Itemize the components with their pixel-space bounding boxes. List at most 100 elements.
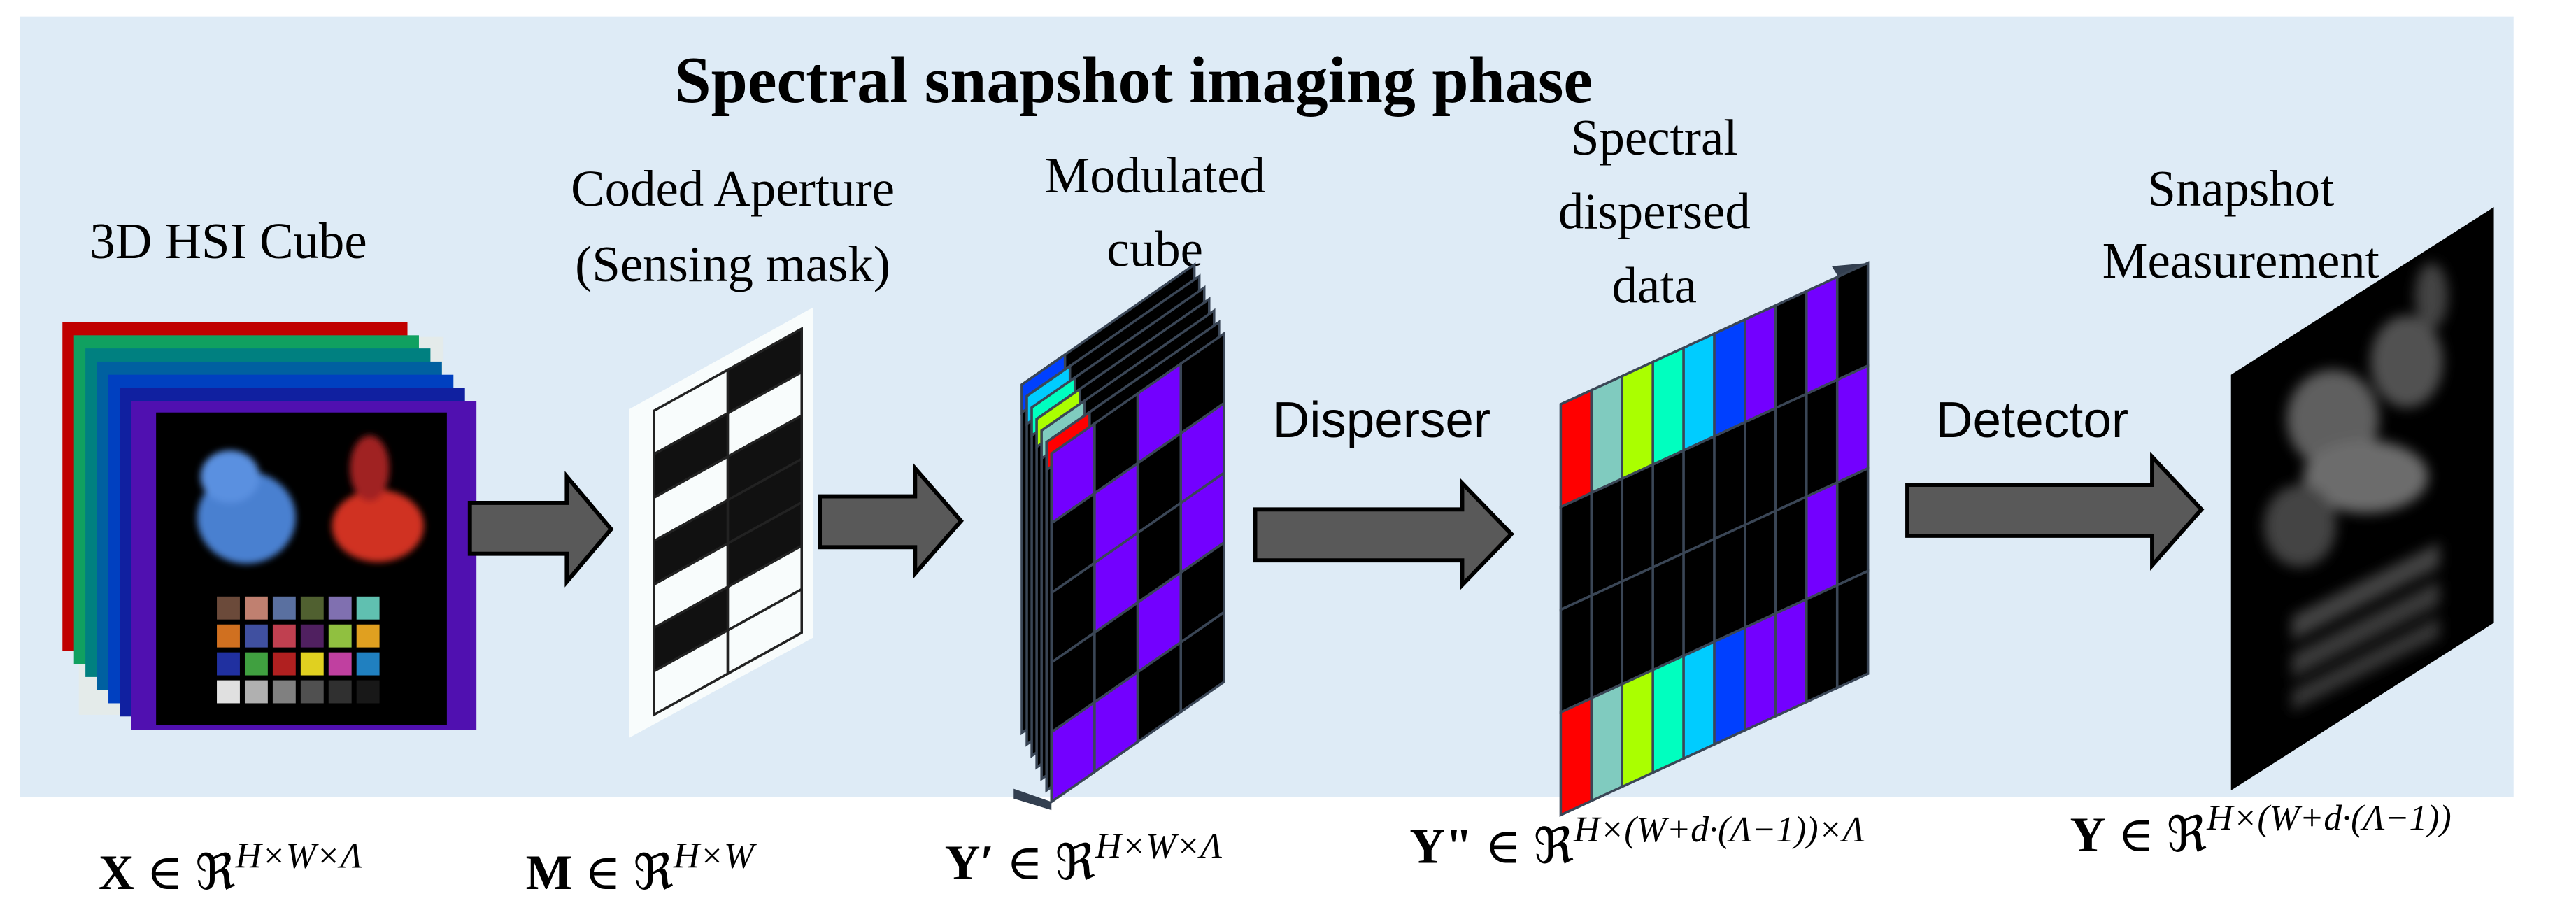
color-checker-patch xyxy=(217,596,240,620)
disperser-label: Disperser xyxy=(1273,392,1490,448)
color-checker-patch xyxy=(300,680,324,704)
color-checker-patch xyxy=(272,624,296,648)
color-checker-patch xyxy=(356,652,380,676)
color-checker-patch xyxy=(217,680,240,704)
hsi-cube xyxy=(62,322,477,730)
color-checker-patch xyxy=(328,680,352,704)
dispersed-cell xyxy=(1805,275,1839,396)
dispersed-cell xyxy=(1682,639,1716,761)
dispersed-cell xyxy=(1682,332,1716,453)
arrow-to-modulated xyxy=(818,462,964,579)
red-toy xyxy=(332,490,425,562)
color-checker-patch xyxy=(244,652,268,676)
dispersed-cell xyxy=(1774,495,1808,616)
dispersed-cell xyxy=(1774,289,1808,411)
dispersed-cell xyxy=(1621,565,1654,686)
dispersed-cell xyxy=(1713,318,1746,439)
dispersed-cell xyxy=(1835,466,1870,588)
dispersed-cell xyxy=(1713,523,1746,644)
color-checker-patch xyxy=(272,680,296,704)
color-checker-patch xyxy=(244,596,268,620)
color-checker-patch xyxy=(217,652,240,676)
coded-aperture-mask xyxy=(629,307,813,738)
dispersed-cell xyxy=(1621,462,1654,583)
dispersed-cell xyxy=(1774,392,1808,513)
snapshot-label: Snapshot xyxy=(2147,160,2334,217)
dispersed-cell xyxy=(1744,406,1777,527)
dispersed-cell xyxy=(1621,360,1654,481)
dispersed-cell xyxy=(1713,625,1746,746)
mask-cell-open xyxy=(726,587,804,676)
cube-base xyxy=(1013,788,1052,811)
dispersed-cell xyxy=(1559,593,1593,715)
color-checker-patch xyxy=(328,596,352,620)
formula-y-double-prime: Y" ∈ ℜH×(W+d·(Λ−1))×Λ xyxy=(1409,810,1864,874)
measurement-image xyxy=(2263,262,2448,712)
color-checker-patch xyxy=(356,680,380,704)
formula-x: X ∈ ℜH×W×Λ xyxy=(99,836,362,900)
dispersed-label: dispersed xyxy=(1558,183,1751,240)
detector-arrow[interactable] xyxy=(1905,451,2205,571)
dispersed-cell xyxy=(1559,696,1593,817)
hsi-cube-label: 3D HSI Cube xyxy=(90,213,367,269)
detector-label: Detector xyxy=(1936,392,2128,448)
dispersed-cell xyxy=(1559,490,1593,612)
dispersed-cell xyxy=(1651,346,1685,467)
dispersed-cell xyxy=(1805,378,1839,499)
phase-title: Spectral snapshot imaging phase xyxy=(674,44,1593,117)
dispersed-cell xyxy=(1590,682,1624,803)
color-checker-patch xyxy=(356,596,380,620)
modulated-label: Modulated xyxy=(1045,147,1265,204)
dispersed-cell xyxy=(1651,653,1685,775)
dispersed-cell xyxy=(1621,668,1654,789)
spectral-label: Spectral xyxy=(1571,109,1738,166)
dispersed-cell xyxy=(1590,374,1624,495)
cube-label: cube xyxy=(1107,221,1203,278)
color-checker-patch xyxy=(244,624,268,648)
dispersed-cell xyxy=(1744,611,1777,732)
color-checker-patch xyxy=(300,624,324,648)
dispersed-cell xyxy=(1805,481,1839,602)
measurement-label: Measurement xyxy=(2102,232,2379,289)
color-checker-patch xyxy=(272,596,296,620)
modulated-cell xyxy=(1179,609,1225,715)
blue-toy-head xyxy=(200,450,260,503)
dispersed-cell xyxy=(1744,509,1777,630)
dispersed-cell xyxy=(1835,261,1870,382)
dispersed-cell xyxy=(1682,434,1716,555)
red-toy-head xyxy=(350,435,390,502)
dispersed-cell xyxy=(1805,583,1839,704)
scene-toys xyxy=(197,435,425,564)
dispersed-cell xyxy=(1744,303,1777,425)
color-checker-patch xyxy=(328,624,352,648)
color-checker-patch xyxy=(356,624,380,648)
snapshot-measurement xyxy=(2230,207,2494,790)
dispersed-cell xyxy=(1559,388,1593,509)
color-checker-patch xyxy=(244,680,268,704)
color-checker-patch xyxy=(272,652,296,676)
dispersed-cell xyxy=(1835,364,1870,485)
sensing-mask-label: (Sensing mask) xyxy=(575,236,890,292)
dispersed-cell xyxy=(1590,579,1624,700)
dispersed-cell xyxy=(1651,448,1685,569)
spectral-dispersed-data xyxy=(1559,261,1870,817)
hsi-scene-image xyxy=(156,412,447,725)
arrow-to-mask xyxy=(467,471,614,588)
color-checker-patch xyxy=(300,596,324,620)
dispersed-cell xyxy=(1651,551,1685,672)
dispersed-cell xyxy=(1713,420,1746,541)
disperser-arrow[interactable] xyxy=(1253,478,1515,590)
formula-y-prime: Y′ ∈ ℜH×W×Λ xyxy=(945,826,1223,890)
modulated-cube xyxy=(1013,262,1225,811)
data-label: data xyxy=(1612,257,1697,313)
color-checker-patch xyxy=(300,652,324,676)
dispersed-cell xyxy=(1774,597,1808,718)
dispersed-cell xyxy=(1590,476,1624,598)
formula-y: Y ∈ ℜH×(W+d·(Λ−1)) xyxy=(2070,798,2452,862)
formula-m: M ∈ ℜH×W xyxy=(526,836,757,900)
color-checker-patch xyxy=(217,624,240,648)
dispersed-cell xyxy=(1682,536,1716,658)
color-checker-patch xyxy=(328,652,352,676)
dispersed-cell xyxy=(1835,569,1870,690)
